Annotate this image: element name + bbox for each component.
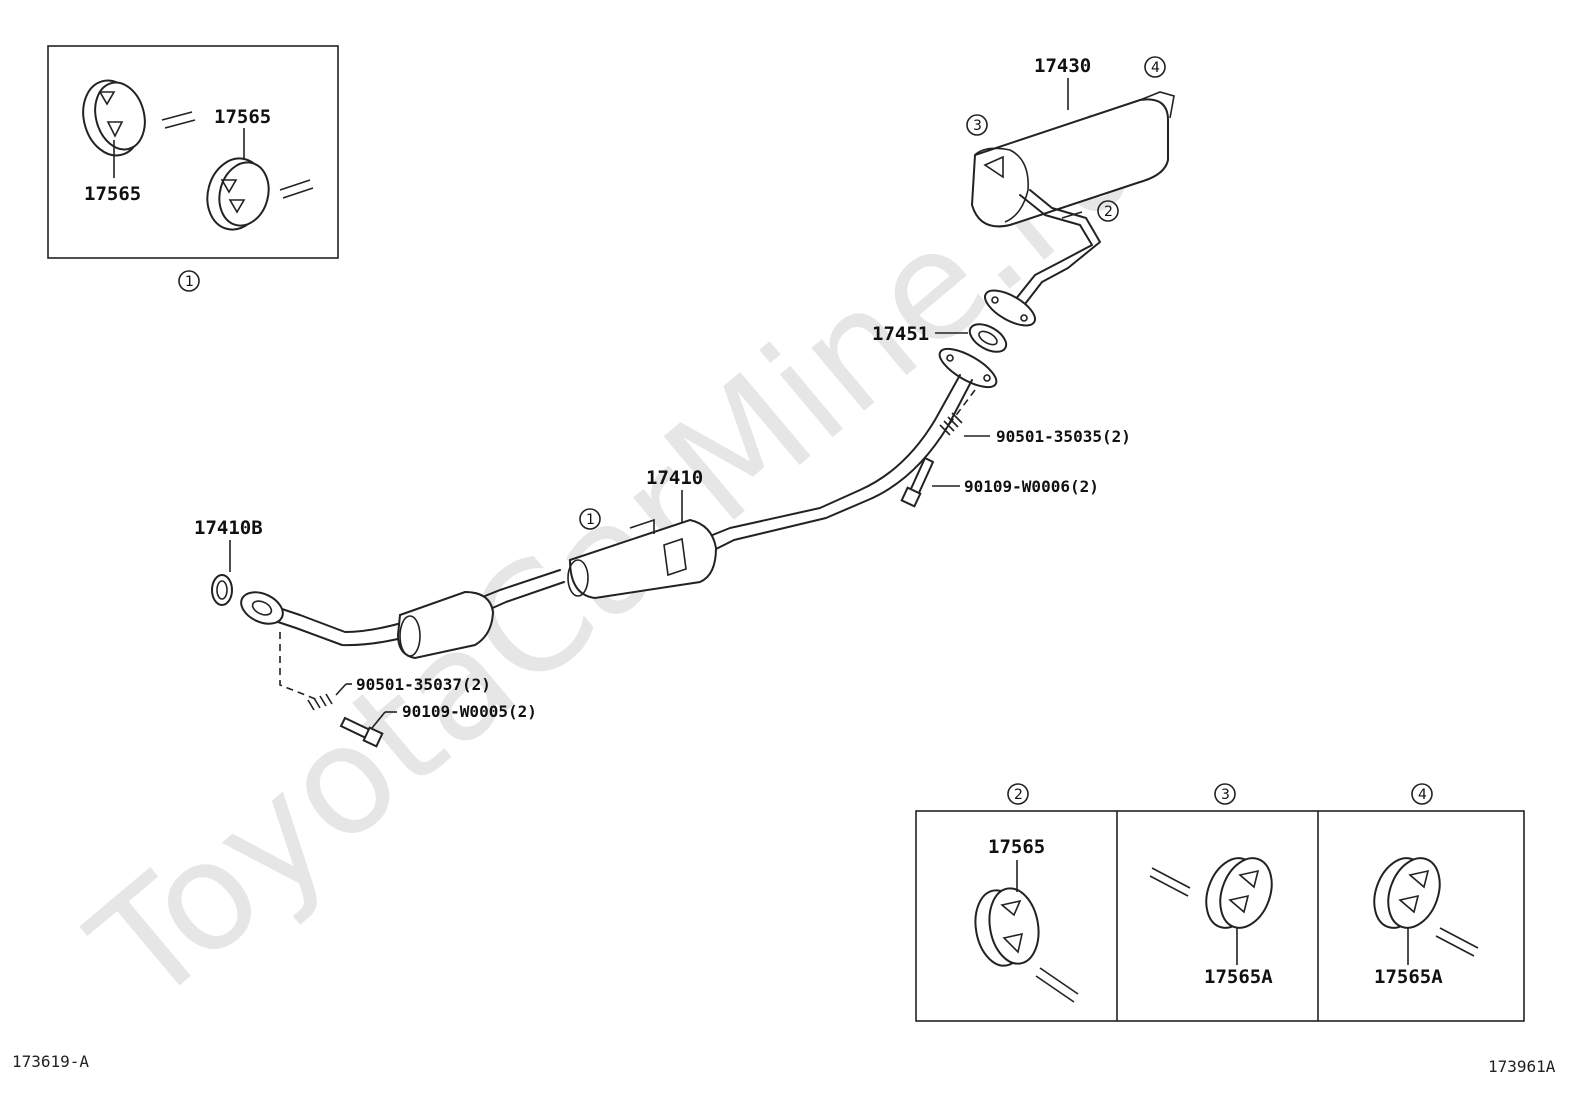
label-box2: 17565 bbox=[988, 836, 1045, 858]
label-gasket-17451: 17451 bbox=[872, 323, 929, 345]
svg-text:3: 3 bbox=[973, 118, 982, 134]
bolt-lower bbox=[339, 716, 384, 748]
hanger-rubber-mid bbox=[206, 157, 270, 231]
label-spring-upper: 90501-35035(2) bbox=[996, 427, 1131, 446]
callout-2-pipe: 2 bbox=[1097, 200, 1119, 222]
label-box1-top: 17565 bbox=[214, 106, 271, 128]
svg-text:3: 3 bbox=[1221, 787, 1230, 803]
callout-4-muffler: 4 bbox=[1144, 56, 1166, 78]
inset-box-1: 17565 17565 bbox=[47, 45, 339, 259]
hanger-rubber-box2 bbox=[974, 887, 1079, 1003]
hanger-rod-top bbox=[161, 111, 196, 129]
svg-text:2: 2 bbox=[1104, 204, 1113, 220]
bolt-upper bbox=[900, 456, 935, 508]
label-spring-lower: 90501-35037(2) bbox=[356, 675, 491, 694]
svg-text:1: 1 bbox=[185, 274, 194, 290]
hanger-rubber-box3 bbox=[1149, 857, 1273, 929]
label-box1-bottom: 17565 bbox=[84, 183, 141, 205]
callout-1-pipe: 1 bbox=[579, 508, 601, 530]
label-gasket-17410B: 17410B bbox=[194, 517, 263, 539]
svg-text:4: 4 bbox=[1418, 787, 1427, 803]
gasket-17410B bbox=[211, 574, 233, 606]
hanger-rod-mid bbox=[279, 179, 314, 199]
hanger-rubber-box4 bbox=[1373, 857, 1479, 957]
callout-4-box: 4 bbox=[1411, 783, 1433, 805]
tail-pipe bbox=[1014, 189, 1101, 305]
front-pipe-flange-rear bbox=[938, 347, 998, 389]
hanger-rubber-top bbox=[82, 79, 146, 157]
inset-boxes-bottom bbox=[915, 810, 1525, 1022]
svg-text:4: 4 bbox=[1151, 60, 1160, 76]
callout-3-box: 3 bbox=[1214, 783, 1236, 805]
label-front-pipe-17410: 17410 bbox=[646, 467, 703, 489]
svg-text:1: 1 bbox=[586, 512, 595, 528]
label-bolt-upper: 90109-W0006(2) bbox=[964, 477, 1099, 496]
gasket-17451 bbox=[968, 323, 1008, 353]
callout-1-box: 1 bbox=[178, 270, 200, 292]
label-bolt-lower: 90109-W0005(2) bbox=[402, 702, 537, 721]
front-pipe-flange-front bbox=[240, 591, 284, 625]
footer-right-code: 173961A bbox=[1488, 1057, 1556, 1076]
svg-text:2: 2 bbox=[1014, 787, 1023, 803]
label-box3: 17565A bbox=[1204, 966, 1273, 988]
tail-pipe-flange bbox=[984, 289, 1036, 327]
sub-muffler bbox=[567, 518, 718, 600]
label-muffler-17430: 17430 bbox=[1034, 55, 1091, 77]
footer-left-code: 173619-A bbox=[12, 1052, 89, 1071]
callout-2-box: 2 bbox=[1007, 783, 1029, 805]
spring-lower bbox=[307, 693, 333, 711]
spring-upper bbox=[939, 412, 963, 436]
catalytic-converter bbox=[396, 590, 495, 660]
callout-3-muffler: 3 bbox=[966, 114, 988, 136]
label-box4: 17565A bbox=[1374, 966, 1443, 988]
